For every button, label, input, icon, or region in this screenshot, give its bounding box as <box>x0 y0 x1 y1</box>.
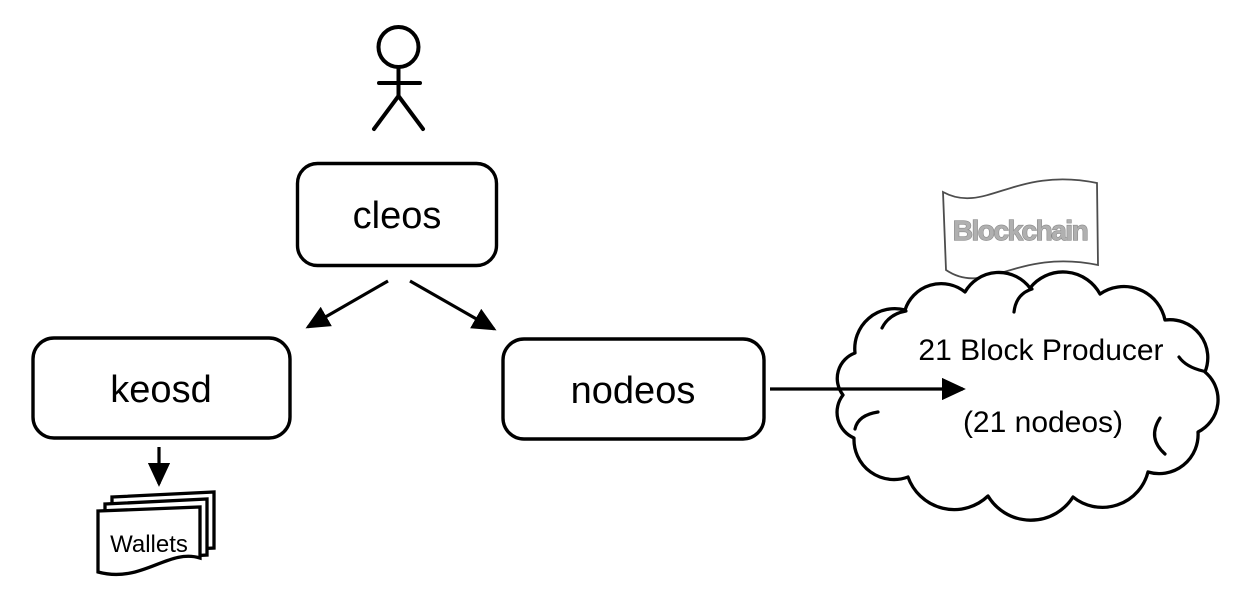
block-producer-cloud: 21 Block Producer (21 nodeos) <box>835 270 1220 522</box>
cloud-label-line1: 21 Block Producer <box>918 334 1163 367</box>
wallets-icon: Wallets <box>96 490 216 577</box>
keosd-node-box <box>31 336 292 440</box>
arrow-cleos-to-keosd <box>305 279 389 329</box>
cloud-shape <box>835 270 1220 522</box>
cleos-node-box <box>295 161 499 268</box>
wallets-label: Wallets <box>110 531 188 558</box>
keosd-node: keosd <box>31 336 292 440</box>
cleos-node: cleos <box>295 161 499 268</box>
cloud-arc-detail <box>1153 416 1167 456</box>
actor-icon <box>372 25 425 131</box>
arrow-cleos-to-nodeos <box>409 279 497 331</box>
cloud-arc-detail <box>880 309 908 330</box>
actor-right-leg <box>396 94 425 131</box>
wallets-front-page <box>96 505 202 577</box>
nodeos-node: nodeos <box>501 337 766 441</box>
cleos-label: cleos <box>353 195 442 237</box>
blockchain-flag-icon: Blockchain <box>942 178 1099 280</box>
cloud-arc-detail <box>1012 287 1034 314</box>
cloud-label-line2: (21 nodeos) <box>963 406 1123 439</box>
cloud-arc-detail <box>853 410 880 431</box>
nodeos-label: nodeos <box>571 370 696 412</box>
blockchain-flag-label: Blockchain <box>953 215 1088 246</box>
actor-left-leg <box>372 94 401 131</box>
actor-head <box>376 25 421 69</box>
cloud-arc-detail <box>1177 355 1205 373</box>
nodeos-node-box <box>501 337 766 441</box>
keosd-label: keosd <box>110 369 211 411</box>
